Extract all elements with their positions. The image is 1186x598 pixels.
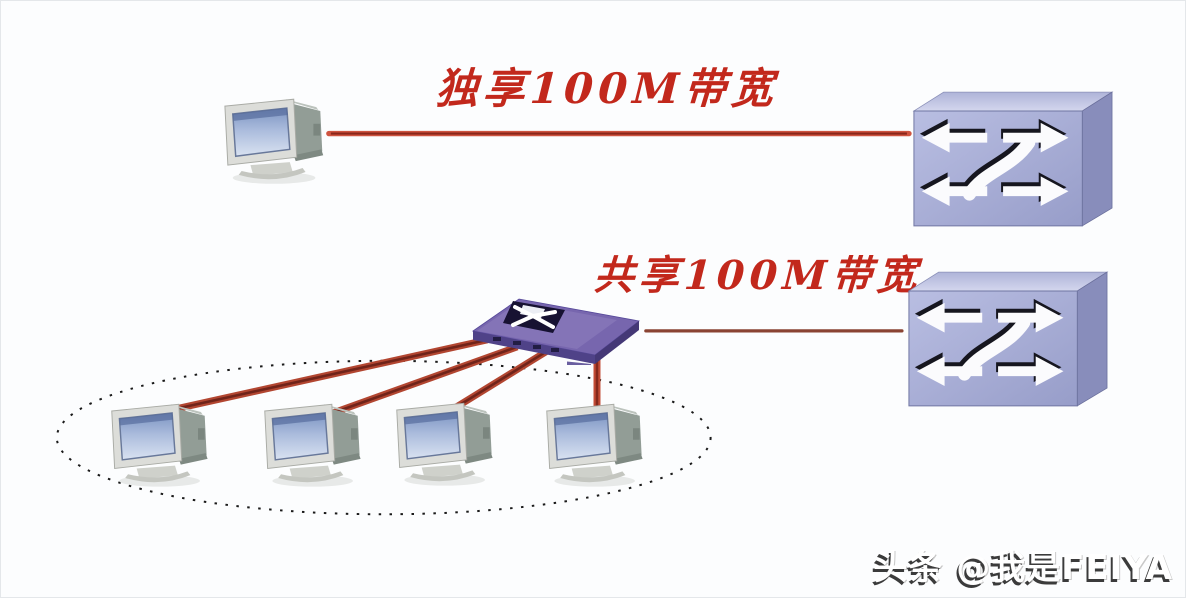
node-pc-1 bbox=[106, 399, 221, 491]
node-switch-1 bbox=[906, 89, 1116, 228]
node-hub bbox=[467, 287, 647, 365]
switch-icon bbox=[906, 89, 1116, 228]
computer-icon bbox=[106, 399, 221, 491]
node-pc-2 bbox=[259, 399, 374, 491]
shared-group-ellipse bbox=[55, 359, 712, 516]
hub-icon bbox=[467, 287, 647, 365]
link-hub-pc3 bbox=[448, 346, 551, 414]
computer-icon bbox=[391, 398, 506, 490]
node-pc-4 bbox=[541, 399, 656, 491]
node-switch-2 bbox=[901, 269, 1111, 408]
node-pc-3 bbox=[391, 398, 506, 490]
label-dedicated-bandwidth: 独享100M带宽 bbox=[434, 64, 780, 113]
watermark-text: 头条 @我是FEIYA bbox=[873, 548, 1173, 588]
computer-icon bbox=[541, 399, 656, 491]
switch-icon bbox=[901, 269, 1111, 408]
link-hub-pc1 bbox=[153, 336, 489, 418]
computer-icon bbox=[259, 399, 374, 491]
computer-icon bbox=[219, 94, 337, 188]
link-hub-pc2 bbox=[332, 343, 519, 416]
node-pc-top bbox=[219, 94, 337, 188]
